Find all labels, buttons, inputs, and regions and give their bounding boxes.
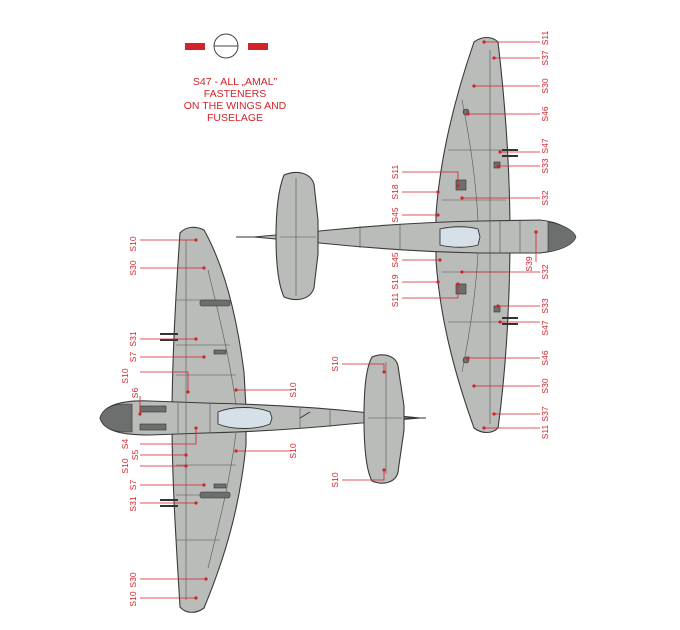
stencil-label: S32 [540, 264, 550, 279]
stencil-label: S10 [288, 443, 298, 458]
stencil-label: S47 [540, 138, 550, 153]
stencil-label: S10 [120, 368, 130, 383]
stencil-label: S4 [120, 439, 130, 450]
left-aircraft-tailplane [363, 354, 405, 484]
stencil-label: S10 [120, 458, 130, 473]
left-aircraft [99, 226, 426, 613]
stencil-label: S10 [288, 382, 298, 397]
stencil-label: S10 [128, 591, 138, 606]
stencil-label: S18 [390, 184, 400, 199]
stencil-label: S10 [128, 236, 138, 251]
roundel-symbol [185, 33, 268, 59]
stencil-label: S31 [128, 496, 138, 511]
stencil-label: S30 [128, 572, 138, 587]
stencil-label: S33 [540, 298, 550, 313]
stencil-label: S39 [524, 256, 534, 271]
fastener-note-line: FUSELAGE [206, 112, 264, 124]
stencil-label: S46 [540, 106, 550, 121]
stencil-label: S10 [330, 356, 340, 371]
leader-lines [138, 40, 540, 600]
stencil-label: S7 [128, 352, 138, 363]
stencil-label: S30 [540, 78, 550, 93]
stencil-label: S11 [540, 30, 550, 45]
stencil-label: S37 [540, 50, 550, 65]
stencil-label: S6 [130, 388, 140, 399]
right-aircraft [236, 36, 577, 434]
right-aircraft-canopy [439, 226, 481, 248]
stencil-label: S45 [390, 207, 400, 222]
stencil-label: S32 [540, 190, 550, 205]
stencil-label: S37 [540, 406, 550, 421]
right-aircraft-labels: S11 S37 S30 S46 S47 S33 S32 S11 S18 S45 … [390, 30, 550, 439]
stencil-label: S46 [540, 350, 550, 365]
fastener-note-line: FASTENERS [203, 88, 267, 100]
stencil-label: S11 [390, 292, 400, 307]
stencil-label: S30 [540, 378, 550, 393]
right-aircraft-spinner [547, 221, 577, 253]
stencil-label: S45 [390, 252, 400, 267]
stencil-label: S5 [130, 450, 140, 461]
stencil-label: S11 [390, 164, 400, 179]
fastener-note-line: ON THE WINGS AND [183, 100, 287, 112]
stencil-label: S33 [540, 158, 550, 173]
stencil-label: S19 [390, 274, 400, 289]
stencil-label: S11 [540, 424, 550, 439]
stencil-label: S47 [540, 320, 550, 335]
left-aircraft-canopy [217, 407, 273, 429]
stencil-label: S31 [128, 331, 138, 346]
right-aircraft-tailplane [275, 171, 319, 301]
fastener-note-line: S47 - ALL „AMAL” [192, 76, 278, 88]
fastener-note: S47 - ALL „AMAL” FASTENERS ON THE WINGS … [150, 76, 320, 124]
left-aircraft-nose [99, 403, 133, 433]
stencil-label: S7 [128, 480, 138, 491]
stencil-label: S10 [330, 472, 340, 487]
stencil-label: S30 [128, 260, 138, 275]
left-aircraft-labels: S10 S30 S31 S7 S10 S6 S4 S5 S10 S7 S31 S… [120, 236, 340, 606]
